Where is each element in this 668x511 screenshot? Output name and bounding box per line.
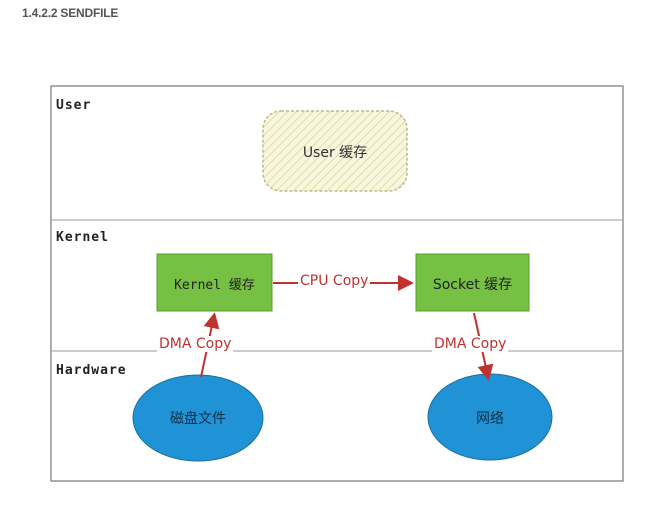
cpu-copy-label: CPU Copy: [298, 273, 371, 289]
user-cache-box: [262, 110, 408, 192]
kernel-cache-label: Kernel 缓存: [174, 278, 255, 293]
layer-label-user: User: [56, 98, 92, 113]
network-label: 网络: [476, 411, 504, 427]
layer-label-hardware: Hardware: [56, 363, 127, 378]
dma-copy-out-label: DMA Copy: [432, 336, 509, 352]
layer-label-kernel: Kernel: [56, 230, 109, 245]
dma-copy-in-label: DMA Copy: [157, 336, 234, 352]
socket-cache-box: [415, 253, 530, 312]
user-cache-label: User 缓存: [302, 145, 368, 161]
section-heading: 1.4.2.2 SENDFILE: [22, 6, 119, 20]
socket-cache-label: Socket 缓存: [432, 277, 513, 293]
kernel-cache-box: [156, 253, 273, 312]
disk-file-ellipse: [132, 374, 264, 462]
disk-file-label: 磁盘文件: [170, 411, 226, 427]
